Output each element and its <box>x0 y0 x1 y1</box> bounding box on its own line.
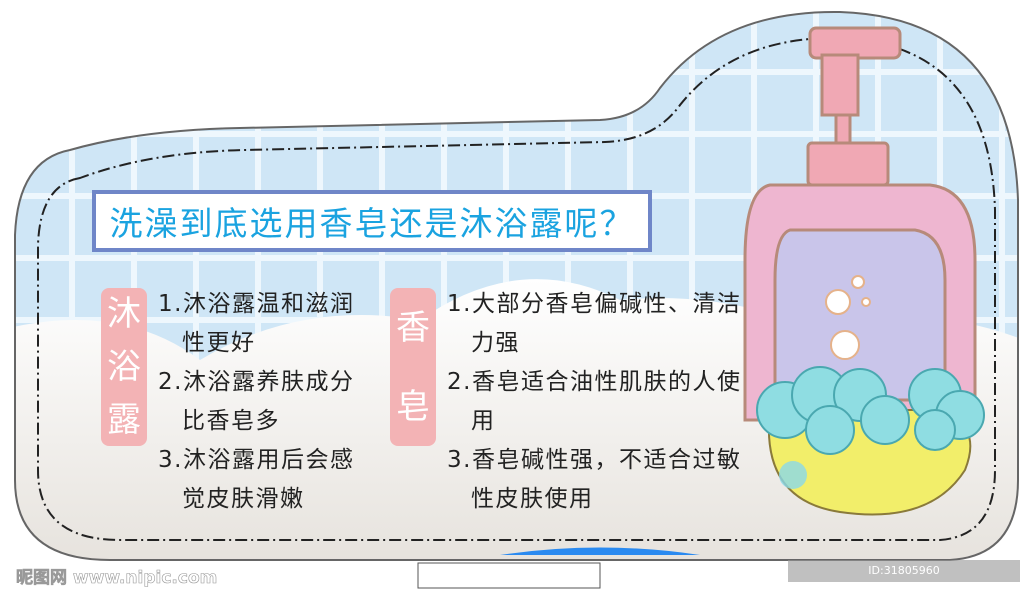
list-item: 1.大部分香皂偏碱性、清洁力强 <box>447 291 742 356</box>
tag-char: 浴 <box>107 346 141 387</box>
stand <box>417 562 601 589</box>
list-item: 1.沐浴露温和滋润性更好 <box>158 291 355 356</box>
title-banner: 洗澡到底选用香皂还是沐浴露呢？ <box>92 190 652 252</box>
soap-list: 1.大部分香皂偏碱性、清洁力强 2.香皂适合油性肌肤的人使用 3.香皂碱性强，不… <box>447 285 747 519</box>
soap-tag: 香 皂 <box>390 288 436 446</box>
shower-gel-list: 1.沐浴露温和滋润性更好 2.沐浴露养肤成分比香皂多 3.沐浴露用后会感觉皮肤滑… <box>158 285 368 519</box>
page-title: 洗澡到底选用香皂还是沐浴露呢？ <box>109 204 635 243</box>
tag-char: 皂 <box>396 386 430 427</box>
list-item: 3.沐浴露用后会感觉皮肤滑嫩 <box>158 447 355 512</box>
tag-char: 露 <box>107 399 141 440</box>
list-item: 2.沐浴露养肤成分比香皂多 <box>158 369 355 434</box>
dashed-border <box>37 36 996 541</box>
list-item: 3.香皂碱性强，不适合过敏性皮肤使用 <box>447 447 742 512</box>
signboard-illustration <box>14 10 1019 589</box>
watermark-site: 昵图网 www.nipic.com <box>16 568 218 589</box>
tag-char: 沐 <box>107 294 141 335</box>
list-item: 2.香皂适合油性肌肤的人使用 <box>447 369 742 434</box>
shower-gel-tag: 沐 浴 露 <box>101 288 147 446</box>
sponge <box>756 366 985 516</box>
tag-char: 香 <box>396 307 430 348</box>
shower-gel-bottle <box>743 26 977 422</box>
watermark-id: ID:31805960 NO:20230623173651874109 <box>788 560 1020 599</box>
